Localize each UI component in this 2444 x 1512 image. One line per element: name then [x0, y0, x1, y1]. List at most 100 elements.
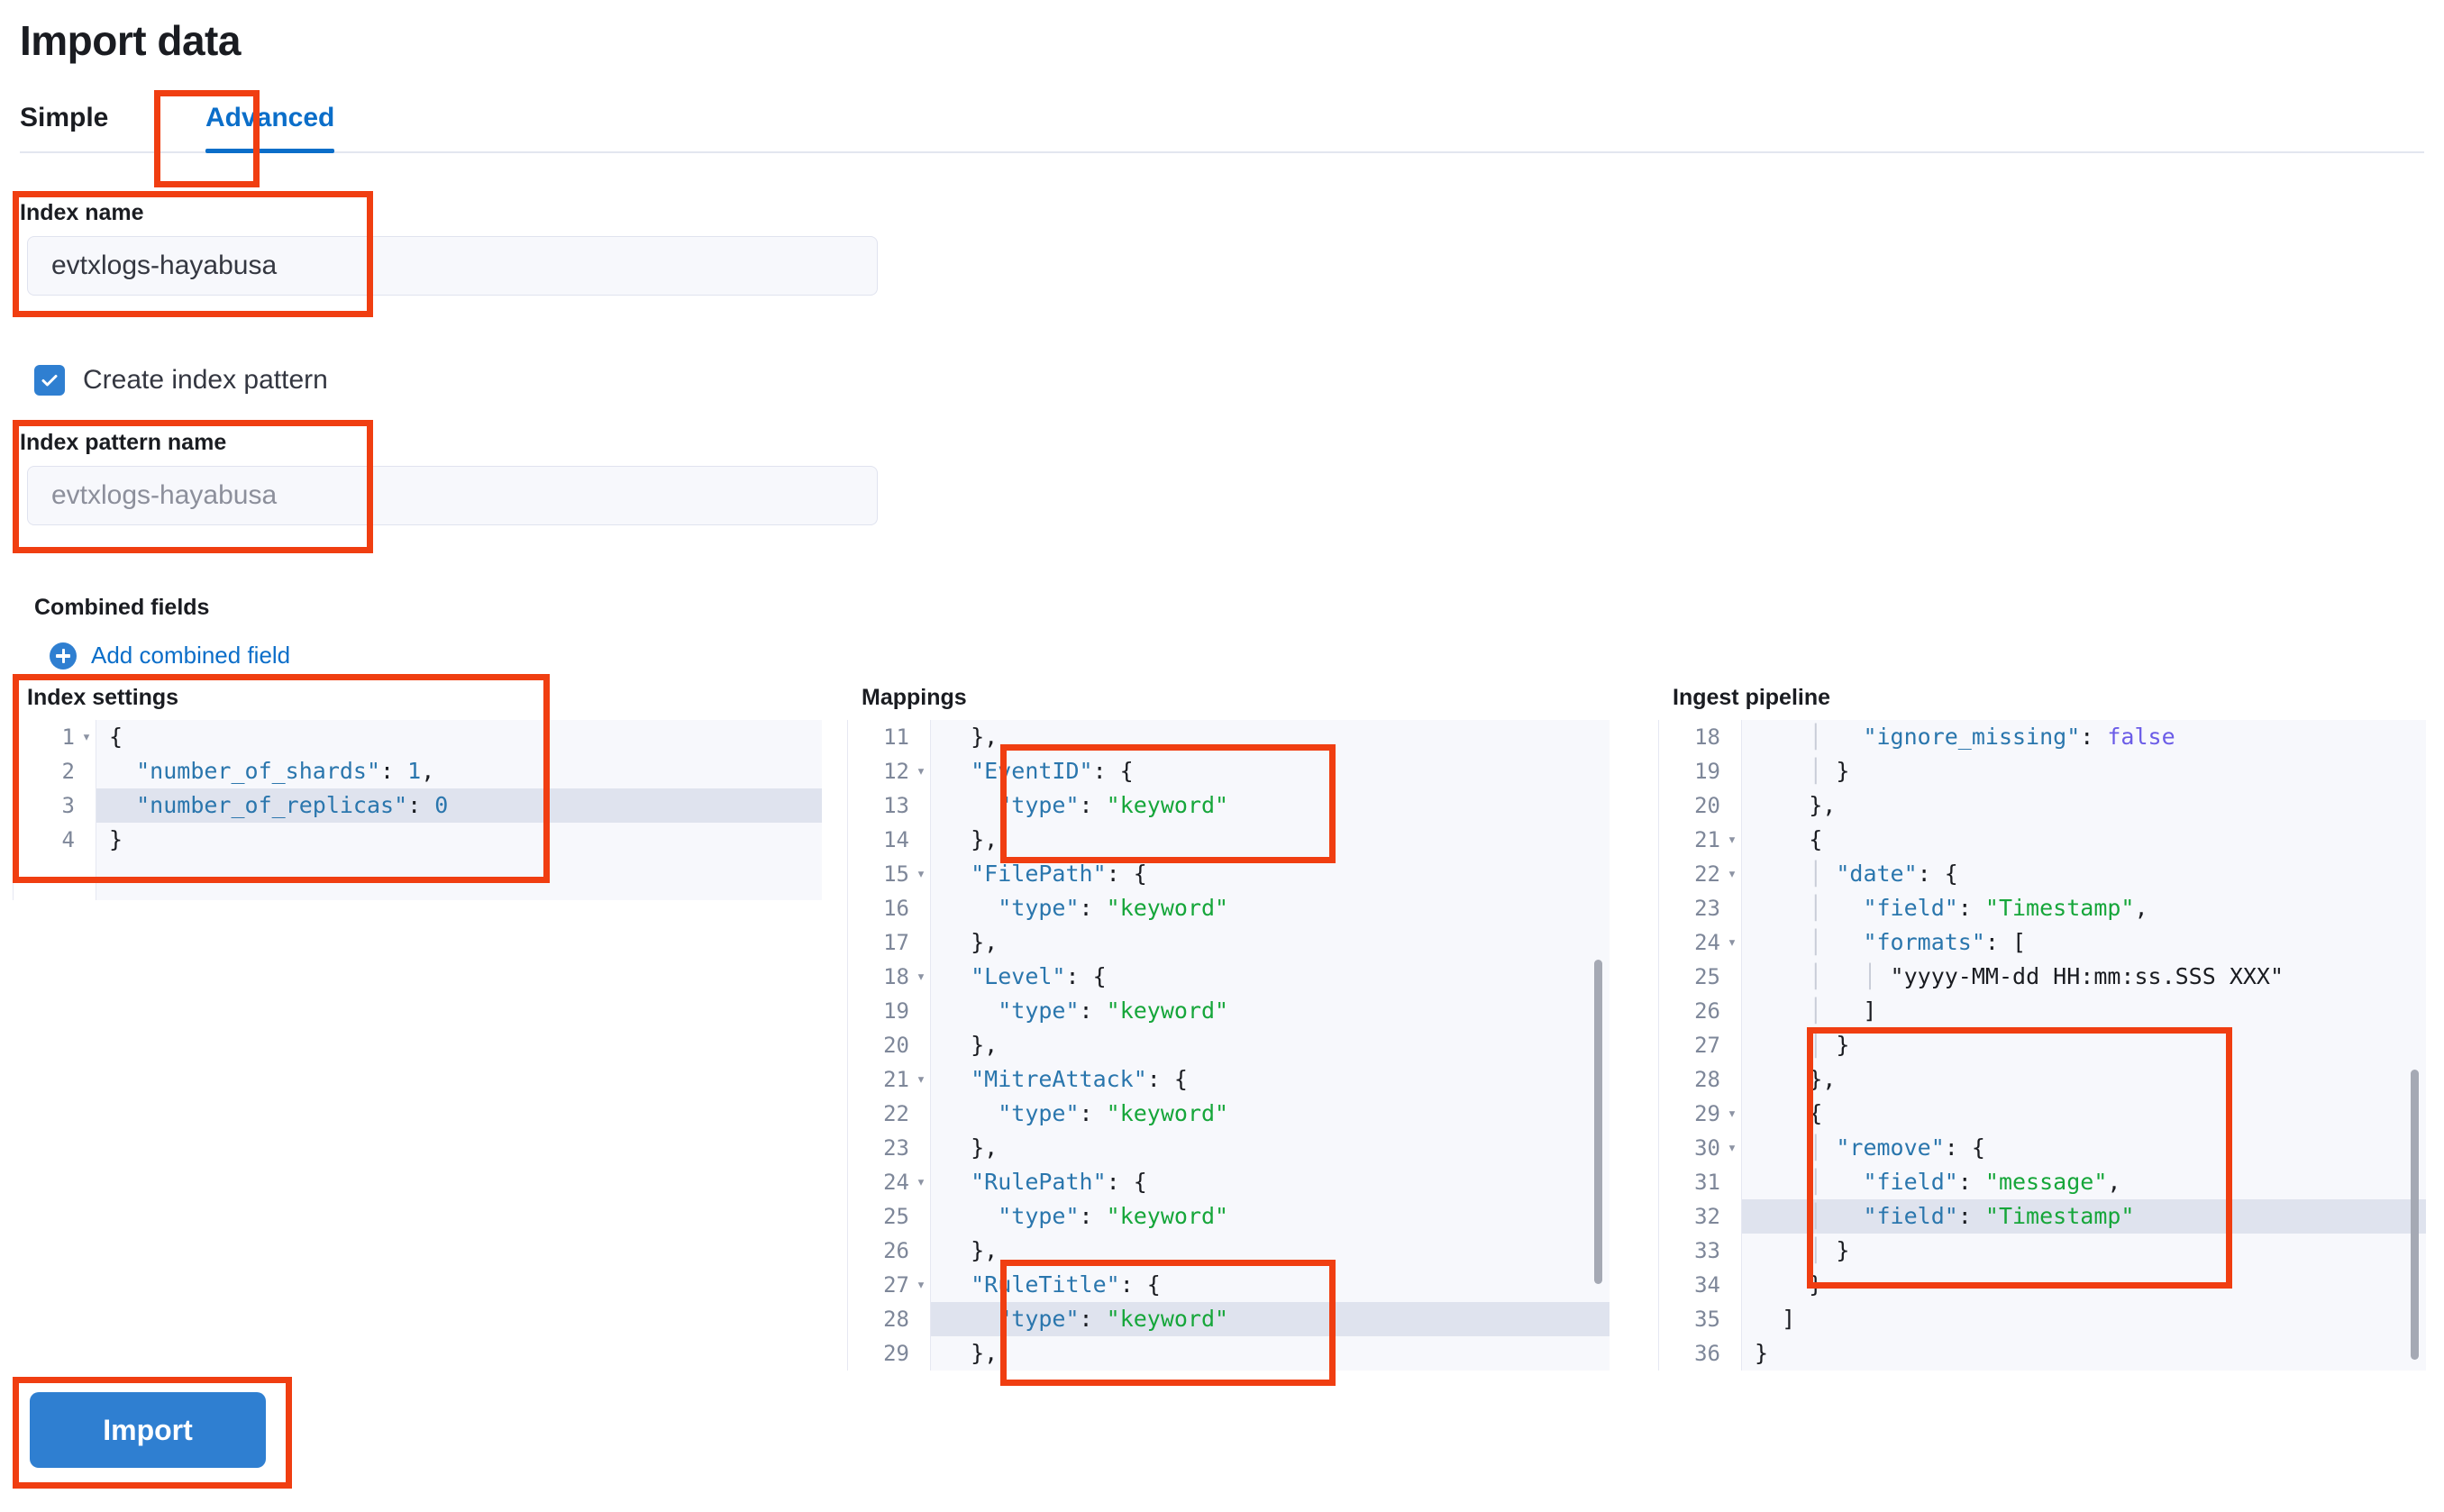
- index-settings-code[interactable]: 1▾{2 "number_of_shards": 1,3 "number_of_…: [62, 720, 822, 900]
- line-number: 18: [1694, 724, 1720, 750]
- code-text: }: [109, 826, 123, 852]
- line-number: 21: [1694, 827, 1720, 852]
- code-line[interactable]: 17 },: [883, 925, 1610, 960]
- fold-toggle-icon[interactable]: ▾: [916, 1276, 926, 1294]
- fold-toggle-icon[interactable]: ▾: [916, 1070, 926, 1088]
- code-line[interactable]: 28 },: [1694, 1062, 2426, 1097]
- fold-toggle-icon[interactable]: ▾: [1727, 831, 1737, 849]
- code-text: "type": "keyword": [998, 895, 1229, 921]
- code-line[interactable]: 18▾ "Level": {: [883, 960, 1610, 994]
- line-number: 22: [883, 1101, 909, 1126]
- tab-simple[interactable]: Simple: [20, 103, 109, 132]
- line-number: 17: [883, 930, 909, 955]
- add-combined-field-link[interactable]: Add combined field: [50, 642, 290, 669]
- index-name-input[interactable]: evtxlogs-hayabusa: [27, 236, 878, 296]
- line-number: 25: [883, 1204, 909, 1229]
- code-line[interactable]: 11 },: [883, 720, 1610, 754]
- index-pattern-name-label: Index pattern name: [20, 430, 227, 455]
- code-line[interactable]: 26 },: [883, 1234, 1610, 1268]
- code-line[interactable]: 25 "type": "keyword": [883, 1199, 1610, 1234]
- fold-toggle-icon[interactable]: ▾: [916, 762, 926, 780]
- index-settings-column: Index settings 1▾{2 "number_of_shards": …: [13, 685, 834, 900]
- code-line[interactable]: 32 │ "field": "Timestamp": [1694, 1199, 2426, 1234]
- checkbox-checked-icon[interactable]: [34, 365, 65, 396]
- code-line[interactable]: 21▾ "MitreAttack": {: [883, 1062, 1610, 1097]
- code-line[interactable]: 22 "type": "keyword": [883, 1097, 1610, 1131]
- fold-toggle-icon[interactable]: ▾: [1727, 865, 1737, 883]
- code-line[interactable]: 34 }: [1694, 1268, 2426, 1302]
- code-line[interactable]: 19 │ }: [1694, 754, 2426, 788]
- index-name-label: Index name: [20, 200, 144, 225]
- code-line[interactable]: 19 "type": "keyword": [883, 994, 1610, 1028]
- mappings-column: Mappings 11 },12▾ "EventID": {13 "type":…: [847, 685, 1610, 1371]
- code-text: },: [944, 1237, 999, 1263]
- code-line[interactable]: 23 },: [883, 1131, 1610, 1165]
- line-number: 33: [1694, 1238, 1720, 1263]
- line-number: 11: [883, 724, 909, 750]
- code-line[interactable]: 1▾{: [62, 720, 822, 754]
- code-line[interactable]: 20 },: [1694, 788, 2426, 823]
- code-line[interactable]: 26 │ ]: [1694, 994, 2426, 1028]
- index-pattern-name-input[interactable]: evtxlogs-hayabusa: [27, 466, 878, 525]
- code-line[interactable]: 29▾ {: [1694, 1097, 2426, 1131]
- create-index-pattern-row[interactable]: Create index pattern: [34, 365, 328, 396]
- code-line[interactable]: 21▾ {: [1694, 823, 2426, 857]
- code-line[interactable]: 31 │ "field": "message",: [1694, 1165, 2426, 1199]
- tab-bar-divider: [20, 151, 2424, 153]
- fold-toggle-icon[interactable]: ▾: [81, 728, 92, 746]
- code-text: },: [944, 1134, 999, 1161]
- code-line[interactable]: 22▾ │ "date": {: [1694, 857, 2426, 891]
- code-line[interactable]: 16 "type": "keyword": [883, 891, 1610, 925]
- code-line[interactable]: 15▾ "FilePath": {: [883, 857, 1610, 891]
- line-number: 25: [1694, 964, 1720, 989]
- code-line[interactable]: 27 │ }: [1694, 1028, 2426, 1062]
- code-line[interactable]: 13 "type": "keyword": [883, 788, 1610, 823]
- code-line[interactable]: 36}: [1694, 1336, 2426, 1371]
- fold-toggle-icon[interactable]: ▾: [1727, 1139, 1737, 1157]
- fold-toggle-icon[interactable]: ▾: [916, 968, 926, 986]
- code-text: },: [944, 1032, 999, 1058]
- fold-toggle-icon[interactable]: ▾: [1727, 934, 1737, 952]
- code-line[interactable]: 27▾ "RuleTitle": {: [883, 1268, 1610, 1302]
- line-number: 27: [1694, 1033, 1720, 1058]
- mappings-scrollbar[interactable]: [1594, 960, 1602, 1284]
- code-line[interactable]: 28 "type": "keyword": [883, 1302, 1610, 1336]
- code-line[interactable]: 30▾ │ "remove": {: [1694, 1131, 2426, 1165]
- mappings-editor[interactable]: 11 },12▾ "EventID": {13 "type": "keyword…: [847, 720, 1610, 1371]
- line-number: 28: [883, 1307, 909, 1332]
- code-line[interactable]: 33 │ }: [1694, 1234, 2426, 1268]
- combined-fields-title: Combined fields: [34, 595, 210, 620]
- code-line[interactable]: 29 },: [883, 1336, 1610, 1371]
- index-settings-editor[interactable]: 1▾{2 "number_of_shards": 1,3 "number_of_…: [13, 720, 822, 900]
- code-text: │ "date": {: [1809, 861, 1958, 887]
- fold-toggle-icon[interactable]: ▾: [916, 865, 926, 883]
- ingest-pipeline-scrollbar[interactable]: [2411, 1070, 2419, 1360]
- fold-toggle-icon[interactable]: ▾: [1727, 1105, 1737, 1123]
- code-line[interactable]: 3 "number_of_replicas": 0: [62, 788, 822, 823]
- code-line[interactable]: 18 │ "ignore_missing": false: [1694, 720, 2426, 754]
- code-text: {: [1755, 1100, 1823, 1126]
- line-number: 34: [1694, 1272, 1720, 1298]
- fold-toggle-icon[interactable]: ▾: [916, 1173, 926, 1191]
- code-line[interactable]: 2 "number_of_shards": 1,: [62, 754, 822, 788]
- code-line[interactable]: 4}: [62, 823, 822, 857]
- line-number: 27: [883, 1272, 909, 1298]
- code-text: },: [1755, 1066, 1837, 1092]
- code-line[interactable]: 20 },: [883, 1028, 1610, 1062]
- code-line[interactable]: 24▾ │ "formats": [: [1694, 925, 2426, 960]
- import-button[interactable]: Import: [30, 1392, 266, 1468]
- line-number: 36: [1694, 1341, 1720, 1366]
- index-settings-gutter: [14, 720, 96, 900]
- code-line[interactable]: 12▾ "EventID": {: [883, 754, 1610, 788]
- code-line[interactable]: 25 │ │ "yyyy-MM-dd HH:mm:ss.SSS XXX": [1694, 960, 2426, 994]
- tab-advanced[interactable]: Advanced: [205, 97, 335, 153]
- code-line[interactable]: 24▾ "RulePath": {: [883, 1165, 1610, 1199]
- mappings-code[interactable]: 11 },12▾ "EventID": {13 "type": "keyword…: [883, 720, 1610, 1371]
- code-line[interactable]: 23 │ "field": "Timestamp",: [1694, 891, 2426, 925]
- code-line[interactable]: 14 },: [883, 823, 1610, 857]
- line-number: 19: [883, 998, 909, 1024]
- code-text: "type": "keyword": [998, 1203, 1229, 1229]
- code-line[interactable]: 35 ]: [1694, 1302, 2426, 1336]
